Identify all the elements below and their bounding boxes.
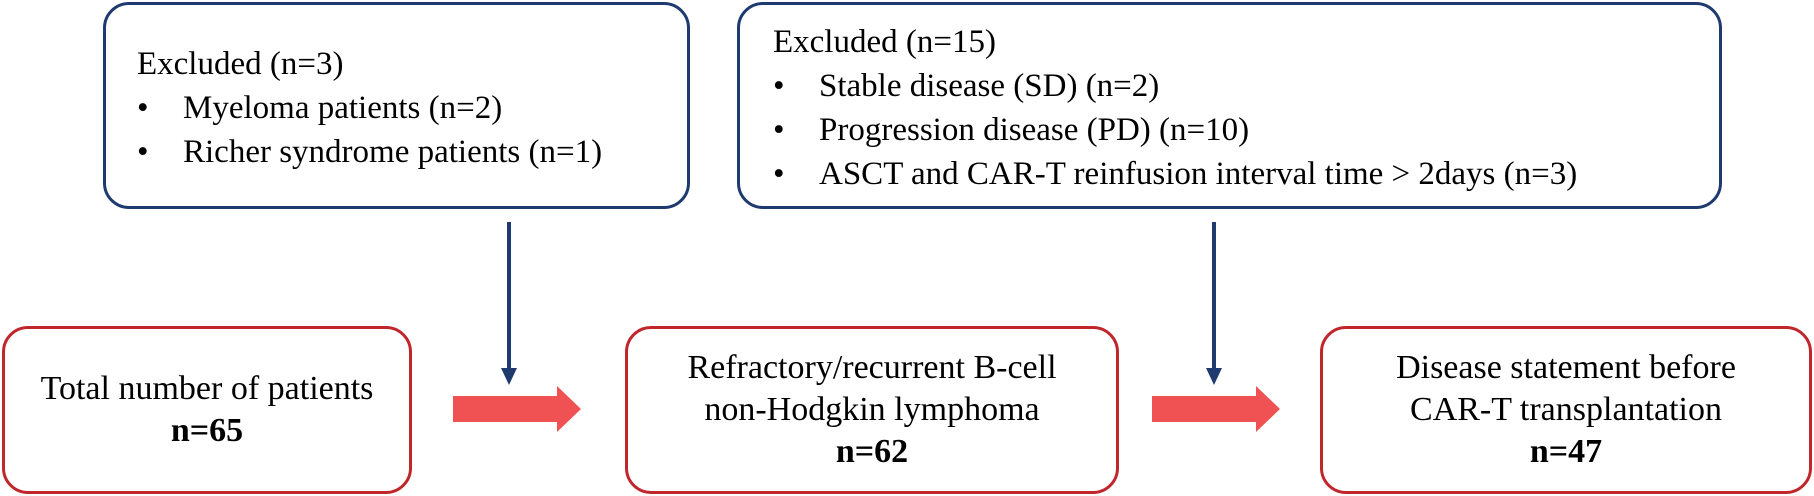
list-item: •Progression disease (PD) (n=10) — [773, 108, 1719, 152]
exclusion-arrow-2 — [1206, 222, 1222, 385]
stage-3-label-line-2: CAR-T transplantation — [1410, 391, 1722, 428]
bullet-icon: • — [773, 68, 785, 104]
list-item: •ASCT and CAR-T reinfusion interval time… — [773, 152, 1719, 196]
stage-2-count: n=62 — [835, 433, 909, 470]
exclusion-1-header: Excluded (n=3) — [137, 46, 344, 82]
stage-box-disease-statement: Disease statement before CAR-T transplan… — [1320, 326, 1812, 494]
stage-2-label-line-2: non-Hodgkin lymphoma — [704, 391, 1040, 428]
stage-1-label: Total number of patients — [40, 370, 374, 407]
bullet-icon: • — [773, 112, 785, 148]
exclusion-arrow-1 — [501, 222, 517, 385]
exclusion-box-1: Excluded (n=3) •Myeloma patients (n=2) •… — [103, 2, 690, 209]
stage-3-label-line-1: Disease statement before — [1396, 349, 1736, 386]
exclusion-2-header: Excluded (n=15) — [773, 24, 996, 60]
bullet-icon: • — [137, 90, 149, 126]
list-item: •Stable disease (SD) (n=2) — [773, 64, 1719, 108]
list-item: •Richer syndrome patients (n=1) — [137, 130, 687, 174]
exclusion-1-list: •Myeloma patients (n=2) •Richer syndrome… — [137, 86, 687, 174]
stage-2-label-line-1: Refractory/recurrent B-cell — [687, 349, 1057, 386]
stage-box-total: Total number of patients n=65 — [2, 326, 412, 494]
stage-box-lymphoma: Refractory/recurrent B-cell non-Hodgkin … — [625, 326, 1119, 494]
list-item: •Myeloma patients (n=2) — [137, 86, 687, 130]
exclusion-2-list: •Stable disease (SD) (n=2) •Progression … — [773, 64, 1719, 196]
bullet-icon: • — [773, 156, 785, 192]
flow-arrow-1 — [453, 386, 581, 432]
exclusion-box-2: Excluded (n=15) •Stable disease (SD) (n=… — [737, 2, 1722, 209]
bullet-icon: • — [137, 134, 149, 170]
stage-3-count: n=47 — [1529, 433, 1603, 470]
stage-1-count: n=65 — [170, 412, 244, 449]
flow-arrow-2 — [1152, 386, 1280, 432]
